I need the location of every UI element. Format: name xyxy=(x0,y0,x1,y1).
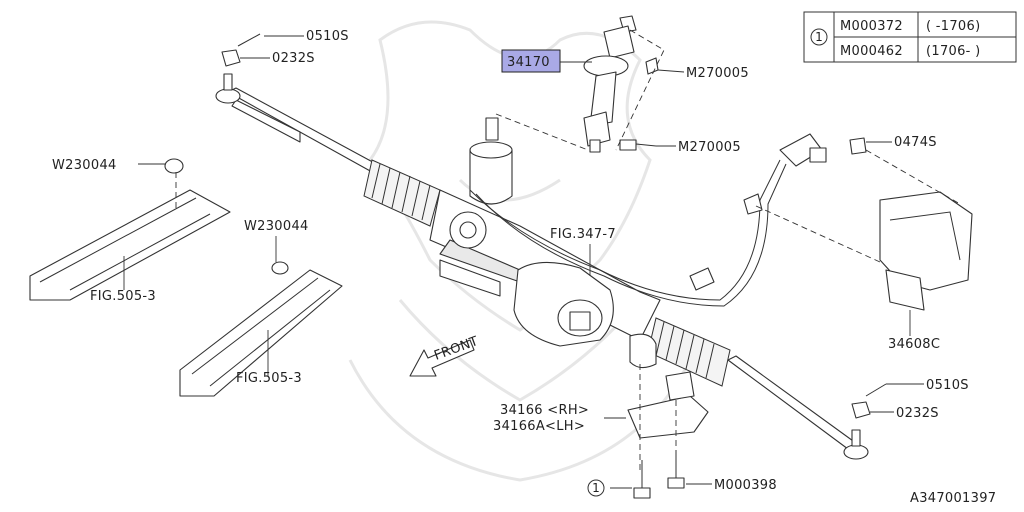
highlight-box-34170[interactable] xyxy=(501,49,561,73)
table-range-1: ( -1706) xyxy=(926,19,980,34)
callout-34170[interactable]: 34170 xyxy=(507,55,550,70)
callout-34166-rh[interactable]: 34166 <RH> xyxy=(500,403,589,418)
front-arrow: FRONT xyxy=(409,334,481,377)
plug-W230044-a xyxy=(164,158,184,174)
plug-W230044-b xyxy=(271,261,289,275)
castle-nut-right xyxy=(851,401,871,419)
bolt-M270005-b xyxy=(619,139,637,151)
callout-0510S-top[interactable]: 0510S xyxy=(306,29,349,44)
callout-ref-1[interactable]: 1 xyxy=(592,481,600,495)
callout-FIG347-7[interactable]: FIG.347-7 xyxy=(550,227,616,242)
callout-34166A-lh[interactable]: 34166A<LH> xyxy=(493,419,585,434)
steering-intermediate-shaft xyxy=(583,15,637,153)
table-ref-number: 1 xyxy=(815,30,823,44)
bracket-34608C xyxy=(879,191,973,311)
callout-W230044-b[interactable]: W230044 xyxy=(244,219,309,234)
callout-M270005-a[interactable]: M270005 xyxy=(686,66,749,81)
callout-0510S-bottom[interactable]: 0510S xyxy=(926,378,969,393)
eps-motor xyxy=(513,261,614,347)
bolt-0474S xyxy=(849,137,867,155)
rack-boot-left xyxy=(363,159,441,227)
applicability-table: 1 M000372 ( -1706) M000462 (1706- ) xyxy=(803,11,1017,63)
bolt-M000398 xyxy=(667,477,685,489)
callout-0232S-bottom[interactable]: 0232S xyxy=(896,406,939,421)
table-part-1: M000372 xyxy=(840,19,903,34)
callout-FIG505-b[interactable]: FIG.505-3 xyxy=(236,371,302,386)
front-label: FRONT xyxy=(432,334,480,364)
ref-circle-bolt xyxy=(587,479,605,497)
callout-FIG505-a[interactable]: FIG.505-3 xyxy=(90,289,156,304)
callout-34608C[interactable]: 34608C xyxy=(888,337,940,352)
table-part-2: M000462 xyxy=(840,44,903,59)
steering-rack-assembly xyxy=(215,33,887,460)
castle-nut-left-top xyxy=(221,49,241,67)
callout-0232S-top[interactable]: 0232S xyxy=(272,51,315,66)
callout-W230044-a[interactable]: W230044 xyxy=(52,158,117,173)
callout-M270005-b[interactable]: M270005 xyxy=(678,140,741,155)
callout-0474S[interactable]: 0474S xyxy=(894,135,937,150)
crossmember-lower-left xyxy=(179,261,343,397)
callout-M000398[interactable]: M000398 xyxy=(714,478,777,493)
ref-circle-table xyxy=(810,28,828,46)
diagram-reference-code: A347001397 xyxy=(910,491,996,506)
bolt-ref1 xyxy=(633,487,651,499)
table-range-2: (1706- ) xyxy=(926,44,980,59)
crossmember-upper-left xyxy=(29,158,231,301)
bolt-M270005-a xyxy=(645,57,659,75)
bracket-34166 xyxy=(627,371,709,439)
